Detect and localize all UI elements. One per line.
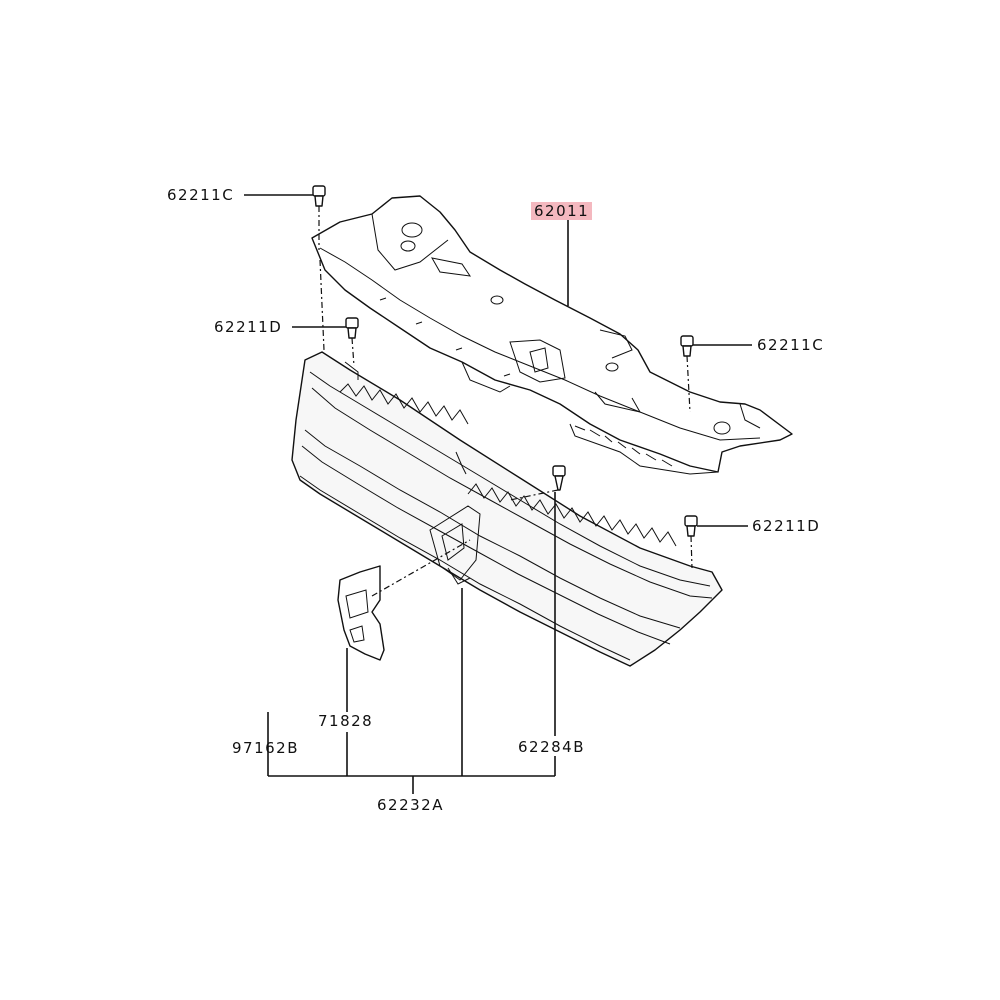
callout-62232a: 62232A bbox=[377, 796, 444, 814]
assembly-guide-lines bbox=[318, 206, 693, 597]
callout-71828: 71828 bbox=[318, 712, 374, 730]
callout-97162b: 97162B bbox=[232, 739, 300, 757]
front-grille bbox=[291, 351, 723, 667]
callout-62211c-top: 62211C bbox=[167, 186, 235, 204]
screw-62284b bbox=[552, 465, 566, 491]
clip-62211c-right bbox=[680, 335, 694, 357]
clip-62211d-left bbox=[345, 317, 359, 339]
callout-leaders bbox=[244, 194, 752, 794]
clip-62211d-right bbox=[684, 515, 698, 537]
callout-62284b: 62284B bbox=[518, 738, 586, 756]
callout-62211c-right: 62211C bbox=[757, 336, 825, 354]
callout-62211d-right: 62211D bbox=[752, 517, 821, 535]
bracket-part bbox=[337, 565, 385, 661]
upper-cover-panel bbox=[311, 195, 793, 475]
clip-62211c-top bbox=[312, 185, 326, 207]
callout-62211d-left: 62211D bbox=[214, 318, 283, 336]
callout-62011-highlighted: 62011 bbox=[531, 202, 593, 220]
